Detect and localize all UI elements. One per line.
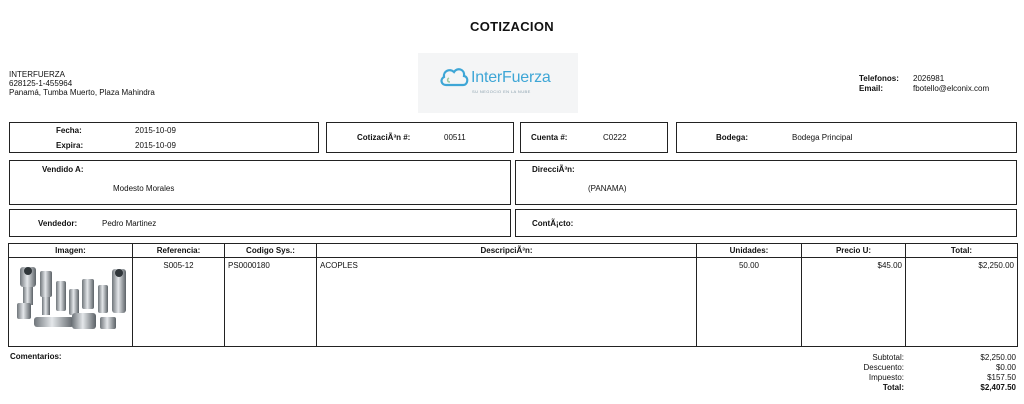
email-label: Email: [859,84,884,93]
subtotal-label: Subtotal: [872,353,904,362]
warehouse-label: Bodega: [716,133,748,142]
table-header-row: Imagen: Referencia: Codigo Sys.: Descrip… [8,243,1018,258]
tax-row: Impuesto: $157.50 [820,373,1016,383]
address-value: (PANAMA) [588,184,627,193]
cloud-icon [440,68,469,87]
warehouse-box: Bodega: Bodega Principal [676,122,1017,153]
unit-price-cell: $45.00 [801,257,906,347]
company-address: Panamá, Tumba Muerto, Plaza Mahindra [9,88,155,97]
contact-box: ContÃ¡cto: [515,209,1017,237]
system-code-cell: PS0000180 [224,257,317,347]
sold-to-label: Vendido A: [42,165,84,174]
email-value: fbotello@elconix.com [913,84,990,93]
contact-label: ContÃ¡cto: [532,219,574,228]
warehouse-value: Bodega Principal [792,133,853,142]
company-info: INTERFUERZA 628125-1-455964 Panamá, Tumb… [9,70,155,97]
totals-block: Subtotal: $2,250.00 Descuento: $0.00 Imp… [820,353,1016,393]
discount-row: Descuento: $0.00 [820,363,1016,373]
company-logo: InterFuerza SU NEGOCIO EN LA NUBE [418,53,578,113]
logo-brand: InterFuerza [471,69,551,86]
items-table: Imagen: Referencia: Codigo Sys.: Descrip… [8,243,1018,347]
tax-label: Impuesto: [868,373,904,382]
couplings-image [17,267,126,329]
sold-to-box: Vendido A: Modesto Morales [9,160,511,205]
seller-box: Vendedor: Pedro Martinez [9,209,511,237]
seller-value: Pedro Martinez [102,219,157,228]
expira-label: Expira: [56,141,84,150]
description-cell: ACOPLES [316,257,697,347]
subtotal-value: $2,250.00 [980,353,1016,362]
dates-box: Fecha: 2015-10-09 Expira: 2015-10-09 [9,122,319,153]
quote-number-label: CotizaciÃ³n #: [357,133,411,142]
fecha-value: 2015-10-09 [135,126,176,135]
col-image: Imagen: [8,243,133,258]
logo-tagline: SU NEGOCIO EN LA NUBE [472,89,531,94]
col-description: DescripciÃ³n: [316,243,697,258]
sold-to-value: Modesto Morales [113,184,175,193]
grand-total-value: $2,407.50 [980,383,1016,392]
col-unit-price: Precio U: [801,243,906,258]
col-total: Total: [905,243,1018,258]
account-label: Cuenta #: [531,133,568,142]
col-system-code: Codigo Sys.: [224,243,317,258]
fecha-label: Fecha: [56,126,82,135]
address-label: DirecciÃ³n: [532,165,575,174]
quote-number-value: 00511 [444,133,466,142]
tax-value: $157.50 [987,373,1016,382]
expira-value: 2015-10-09 [135,141,176,150]
product-image-cell [8,257,133,347]
total-cell: $2,250.00 [905,257,1018,347]
reference-cell: S005-12 [132,257,225,347]
table-row: S005-12 PS0000180 ACOPLES 50.00 $45.00 $… [8,257,1018,347]
units-cell: 50.00 [696,257,802,347]
col-reference: Referencia: [132,243,225,258]
discount-value: $0.00 [995,363,1016,372]
grand-total-row: Total: $2,407.50 [820,383,1016,393]
company-name: INTERFUERZA [9,70,65,79]
account-box: Cuenta #: C0222 [520,122,668,153]
company-id: 628125-1-455964 [9,79,73,88]
comments-label: Comentarios: [10,352,62,361]
grand-total-label: Total: [882,383,904,392]
document-title: COTIZACION [470,19,554,34]
phone-label: Telefonos: [859,74,899,83]
phone-value: 2026981 [913,74,945,83]
address-box: DirecciÃ³n: (PANAMA) [515,160,1017,205]
account-value: C0222 [603,133,627,142]
seller-label: Vendedor: [38,219,78,228]
discount-label: Descuento: [863,363,904,372]
col-units: Unidades: [696,243,802,258]
subtotal-row: Subtotal: $2,250.00 [820,353,1016,363]
quote-number-box: CotizaciÃ³n #: 00511 [326,122,514,153]
